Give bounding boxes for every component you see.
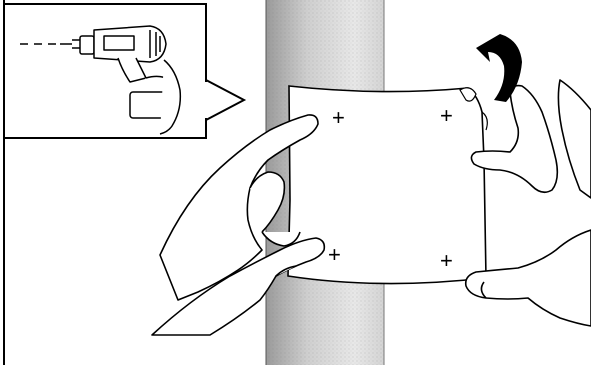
drill-inset xyxy=(4,4,244,138)
marker-bottom-right: + xyxy=(440,248,453,273)
marker-bottom-left: + xyxy=(328,242,341,267)
marker-top-right: + xyxy=(440,103,453,128)
marker-top-left: + xyxy=(332,105,345,130)
inset-callout-pointer xyxy=(206,80,244,120)
right-hand-upper xyxy=(471,80,591,198)
